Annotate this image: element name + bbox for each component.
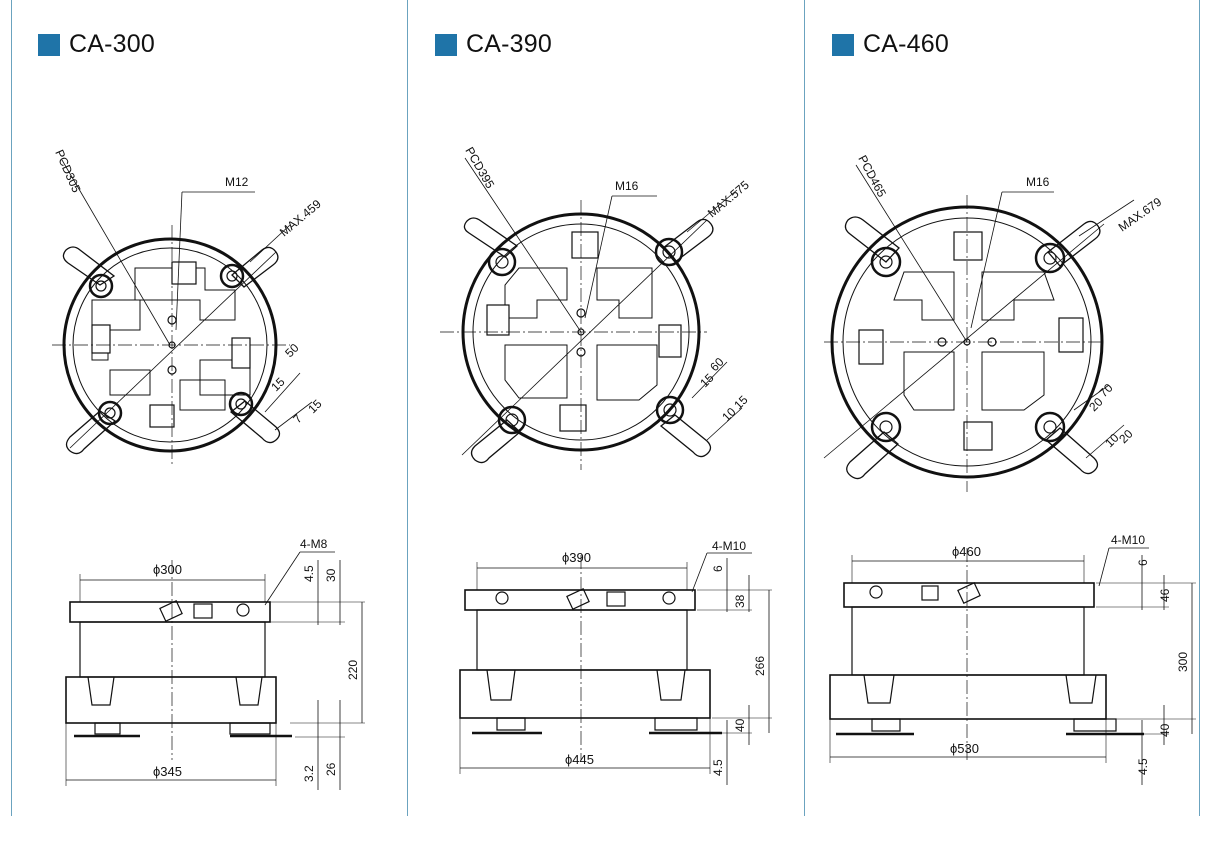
dim-label: 266: [753, 656, 767, 676]
top-diameter-label: ϕ390: [562, 550, 591, 565]
dim-label: 6: [1136, 559, 1150, 566]
holes-label: 4-M10: [1111, 533, 1145, 547]
thread-label: M16: [1026, 175, 1050, 189]
panel-ca-460: CA-460: [804, 0, 1199, 816]
dim-label: 46: [1158, 588, 1172, 602]
title-marker-icon: [435, 33, 457, 56]
holes-label: 4-M10: [712, 539, 746, 553]
model-title-text: CA-460: [863, 30, 949, 58]
drawing-ca-390: PCD395 M16 MAX.575 60 15 15 10: [440, 145, 772, 785]
model-title-text: CA-390: [466, 30, 552, 58]
dim-label: 30: [324, 568, 338, 582]
dim-label: 38: [733, 594, 747, 608]
dim-label: 50: [282, 341, 302, 361]
pcd-label: PCD395: [462, 145, 497, 192]
top-diameter-label: ϕ460: [952, 544, 981, 559]
dim-label: 7: [290, 411, 305, 426]
max-label: MAX.459: [277, 197, 324, 240]
pcd-label: PCD305: [52, 148, 83, 195]
dim-label: 15: [305, 397, 325, 417]
pcd-label: PCD465: [855, 153, 889, 200]
max-label: MAX.575: [705, 178, 752, 221]
dim-label: 3.2: [302, 765, 316, 782]
thread-label: M12: [225, 175, 249, 189]
dim-label: 6: [711, 565, 725, 572]
drawing-ca-460: PCD465 M16 MAX.679 70 20 20 10: [823, 153, 1196, 785]
base-diameter-label: ϕ530: [950, 741, 979, 756]
model-title: CA-460: [832, 30, 949, 59]
holes-label: 4-M8: [300, 537, 328, 551]
drawing-ca-300: PCD305 M12 MAX.459 50 15 15 7: [52, 148, 365, 790]
dim-label: 4.5: [711, 759, 725, 776]
model-title: CA-300: [38, 30, 155, 59]
dim-label: 4.5: [1136, 758, 1150, 775]
base-diameter-label: ϕ445: [565, 752, 594, 767]
panel-border-left: [11, 0, 12, 816]
title-marker-icon: [38, 33, 60, 56]
dim-label: 15: [697, 371, 717, 391]
base-diameter-label: ϕ345: [153, 764, 182, 779]
dim-label: 220: [346, 660, 360, 680]
title-marker-icon: [832, 33, 854, 56]
panel-divider-2: [804, 0, 805, 816]
panel-ca-390: CA-390: [407, 0, 804, 816]
side-view: [829, 547, 1196, 785]
side-view: [459, 552, 772, 785]
dim-label: 300: [1176, 652, 1190, 672]
thread-label: M16: [615, 179, 639, 193]
top-view: [52, 159, 313, 465]
dim-label: 4.5: [302, 565, 316, 582]
dim-label: 60: [707, 355, 727, 375]
panel-ca-300: CA-300: [0, 0, 407, 816]
dim-label: 40: [1158, 723, 1172, 737]
panel-border-right: [1199, 0, 1200, 816]
dim-label: 26: [324, 762, 338, 776]
side-view: [65, 551, 365, 790]
top-view: [440, 157, 743, 470]
top-view: [823, 164, 1135, 492]
model-title-text: CA-300: [69, 30, 155, 58]
dim-label: 70: [1096, 381, 1116, 401]
panel-divider-1: [407, 0, 408, 816]
dim-label: 40: [733, 718, 747, 732]
model-title: CA-390: [435, 30, 552, 59]
max-label: MAX.679: [1116, 194, 1165, 234]
dim-label: 15: [731, 393, 751, 413]
top-diameter-label: ϕ300: [153, 562, 182, 577]
